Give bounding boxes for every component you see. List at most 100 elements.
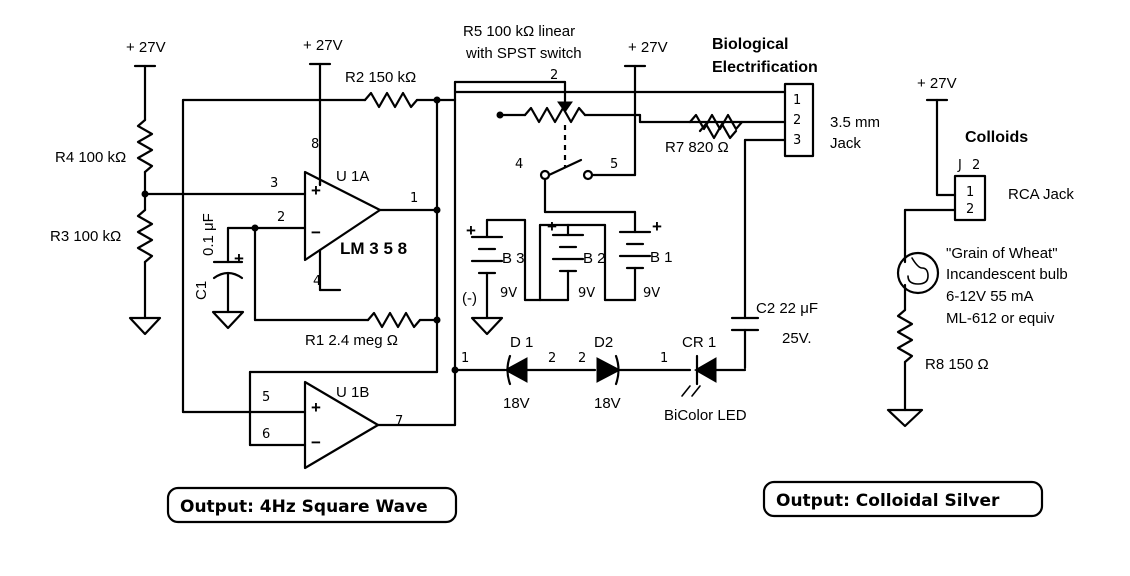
ground-symbol-r8 — [886, 408, 924, 428]
r5-label-1: R5 100 kΩ linear — [463, 23, 575, 40]
pin-u1a-1: 1 — [410, 191, 418, 206]
resistor-r8: R8 150 Ω — [896, 308, 989, 373]
incandescent-bulb: "Grain of Wheat" Incandescent bulb 6-12V… — [896, 245, 1068, 327]
supply-label-colloids: + 27V — [917, 75, 957, 92]
pin-u1a-8: 8 — [311, 137, 319, 152]
pin-sw-5: 5 — [610, 157, 618, 172]
battery-minus-label: (-) — [462, 290, 477, 307]
c2-voltage: 25V. — [782, 330, 811, 347]
r8-label: R8 150 Ω — [925, 356, 989, 373]
opamp-u1a: + − U 1A LM 3 5 8 8 3 2 4 1 — [270, 137, 418, 289]
bulb-label-3: 6-12V 55 mA — [946, 288, 1034, 305]
b1-plus: + — [652, 217, 662, 236]
r2-label: R2 150 kΩ — [345, 69, 416, 86]
jack-pin-3: 3 — [793, 133, 801, 148]
pin-u1a-2: 2 — [277, 210, 285, 225]
u1a-label: U 1A — [336, 168, 369, 185]
rca-j: J — [957, 158, 962, 173]
d1-voltage: 18V — [503, 395, 530, 412]
rca-pin-1: 1 — [966, 185, 974, 200]
supply-rail-switch: + 27V — [623, 39, 668, 177]
b3-volt: 9V — [500, 286, 517, 301]
d2-label: D2 — [594, 334, 613, 351]
pin-r5-2: 2 — [550, 68, 558, 83]
led-label: BiColor LED — [664, 407, 747, 424]
r5-label-2: with SPST switch — [465, 45, 582, 62]
capacitor-c2: C2 22 μF 25V. — [730, 300, 818, 370]
c1-value: 0.1 μF — [200, 213, 217, 256]
pin-u1a-3: 3 — [270, 176, 278, 191]
lm358-label: LM 3 5 8 — [340, 239, 407, 258]
u1b-plus: + — [311, 398, 321, 417]
colloids-title: Colloids — [965, 129, 1028, 146]
bulb-label-1: "Grain of Wheat" — [946, 245, 1058, 262]
resistor-r2: R2 150 kΩ — [345, 69, 419, 109]
potentiometer-r5: R5 100 kΩ linear with SPST switch 2 — [463, 23, 787, 168]
r7-label: R7 820 Ω — [665, 139, 729, 156]
d1-label: D 1 — [510, 334, 533, 351]
bulb-label-2: Incandescent bulb — [946, 266, 1068, 283]
zener-d1: D 1 18V 2 — [503, 334, 597, 412]
supply-label-u1a: + 27V — [303, 37, 343, 54]
battery-b3: + B 3 9V (-) — [462, 218, 542, 320]
cr1-label: CR 1 — [682, 334, 716, 351]
supply-rail-u1a: + 27V — [303, 37, 343, 187]
pin-d2-2: 2 — [578, 351, 586, 366]
u1b-label: U 1B — [336, 384, 369, 401]
bio-title-1: Biological — [712, 36, 788, 53]
r1-label: R1 2.4 meg Ω — [305, 332, 398, 349]
zener-d2: D2 18V 2 1 — [578, 334, 692, 412]
output-colloidal-silver: Output: Colloidal Silver — [762, 480, 1044, 518]
supply-label-left: + 27V — [126, 39, 166, 56]
rca-pin-2b: 2 — [966, 202, 974, 217]
pin-d1-2: 2 — [548, 351, 556, 366]
pin-u1b-5: 5 — [262, 390, 270, 405]
b2-label: B 2 — [583, 250, 606, 267]
pin-u1a-4: 4 — [313, 274, 321, 289]
b1-label: B 1 — [650, 249, 673, 266]
pin-d1-1: 1 — [461, 351, 469, 366]
d2-voltage: 18V — [594, 395, 621, 412]
jack-pin-2: 2 — [793, 113, 801, 128]
output-square-wave: Output: 4Hz Square Wave — [166, 486, 458, 524]
pin-u1b-7: 7 — [395, 414, 403, 429]
c1-name: C1 — [193, 281, 210, 300]
battery-b2: + B 2 9V — [547, 217, 606, 301]
jack-label-1: 3.5 mm — [830, 114, 880, 131]
output-silver-label: Output: Colloidal Silver — [776, 491, 1000, 511]
pin-d2-1: 1 — [660, 351, 668, 366]
spst-switch: 4 5 — [515, 157, 637, 214]
resistor-r1: R1 2.4 meg Ω — [305, 311, 422, 349]
bulb-label-4: ML-612 or equiv — [946, 310, 1055, 327]
u1a-minus: − — [311, 223, 321, 242]
u1b-minus: − — [311, 433, 321, 452]
ground-symbol-battery — [470, 316, 504, 336]
ground-symbol-r3 — [128, 316, 162, 336]
rca-jack: J 2 1 2 RCA Jack — [953, 158, 1074, 222]
supply-rail-left: + 27V — [126, 39, 166, 122]
resistor-r3: R3 100 kΩ — [50, 208, 154, 264]
resistor-r4: R4 100 kΩ — [55, 118, 154, 174]
b1-volt: 9V — [643, 286, 660, 301]
c2-label: C2 22 μF — [756, 300, 818, 317]
pin-u1b-6: 6 — [262, 427, 270, 442]
b3-plus: + — [466, 221, 476, 240]
c1-plus: + — [234, 249, 244, 268]
jack-3-5mm: 1 2 3 3.5 mm Jack — [783, 82, 880, 158]
supply-label-switch: + 27V — [628, 39, 668, 56]
resistor-r7: R7 820 Ω — [665, 113, 744, 156]
u1a-plus: + — [311, 181, 321, 200]
supply-rail-colloids: + 27V — [917, 75, 957, 197]
bio-title-2: Electrification — [712, 59, 818, 76]
rca-pin-2: 2 — [972, 158, 980, 173]
b2-plus: + — [547, 217, 557, 236]
opamp-u1b: + − U 1B 5 6 7 — [262, 380, 403, 470]
pin-sw-4: 4 — [515, 157, 523, 172]
r4-label: R4 100 kΩ — [55, 149, 126, 166]
r3-label: R3 100 kΩ — [50, 228, 121, 245]
output-square-label: Output: 4Hz Square Wave — [180, 497, 428, 517]
b3-label: B 3 — [502, 250, 525, 267]
rca-label: RCA Jack — [1008, 186, 1074, 203]
capacitor-c1: + C1 0.1 μF — [193, 213, 257, 330]
